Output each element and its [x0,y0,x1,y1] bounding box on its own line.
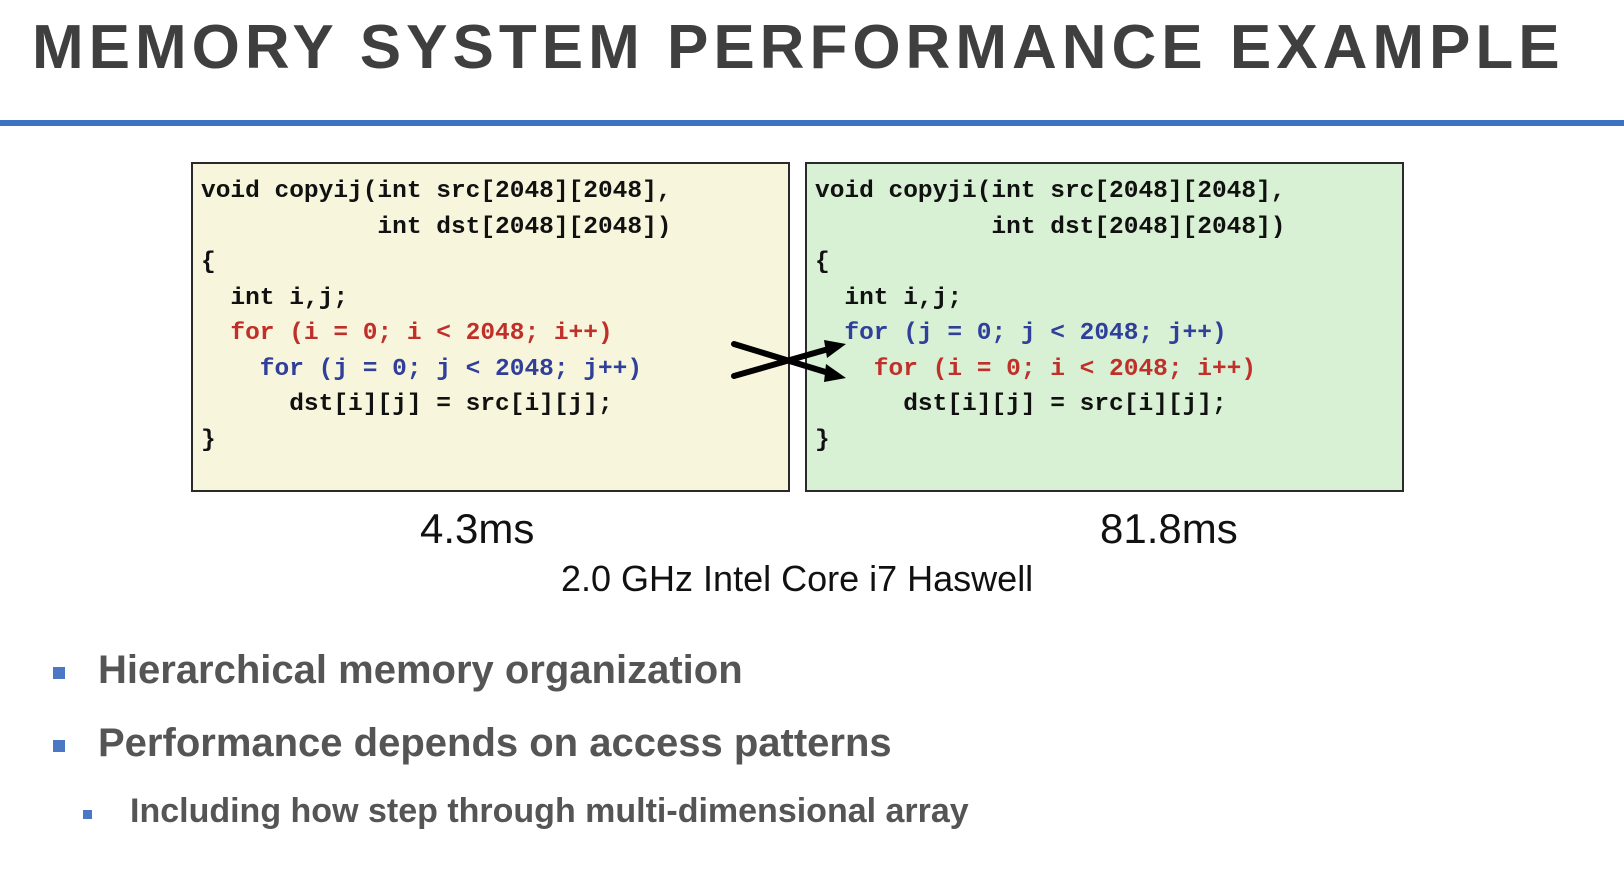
code-line: { [201,249,216,276]
inner-loop-i-line: for (i = 0; i < 2048; i++) [815,355,1257,383]
code-line: int i,j; [815,284,963,312]
processor-label: 2.0 GHz Intel Core i7 Haswell [561,558,1034,599]
code-line: dst[i][j] = src[i][j]; [201,391,613,418]
copyij-timing: 4.3ms [420,505,535,552]
code-line: } [815,426,830,454]
sub-bullet-item: Including how step through multi-dimensi… [130,792,969,830]
code-line: int dst[2048][2048]) [201,213,672,241]
outer-loop-j-line: for (j = 0; j < 2048; j++) [815,320,1227,347]
bullet-marker-icon [53,740,65,752]
code-line: void copyij(int src[2048][2048], [201,178,672,205]
code-line: } [201,426,216,454]
copyji-timing: 81.8ms [1100,505,1238,552]
outer-loop-i-line: for (i = 0; i < 2048; i++) [201,320,613,347]
bullet-item: Hierarchical memory organization [98,648,743,692]
slide-title: MEMORY SYSTEM PERFORMANCE EXAMPLE [32,13,1565,82]
code-line: int dst[2048][2048]) [815,213,1286,241]
code-line: int i,j; [201,284,349,312]
bullet-marker-icon [53,667,65,679]
code-block-copyji: void copyji(int src[2048][2048], int dst… [805,162,1404,492]
sub-bullet-marker-icon [83,810,92,819]
code-block-copyij: void copyij(int src[2048][2048], int dst… [191,162,790,492]
code-line: dst[i][j] = src[i][j]; [815,391,1227,418]
code-line: { [815,249,830,276]
title-underline [0,120,1624,126]
code-line: void copyji(int src[2048][2048], [815,178,1286,205]
inner-loop-j-line: for (j = 0; j < 2048; j++) [201,355,643,383]
loop-swap-arrows-icon [731,340,846,382]
bullet-item: Performance depends on access patterns [98,721,892,765]
